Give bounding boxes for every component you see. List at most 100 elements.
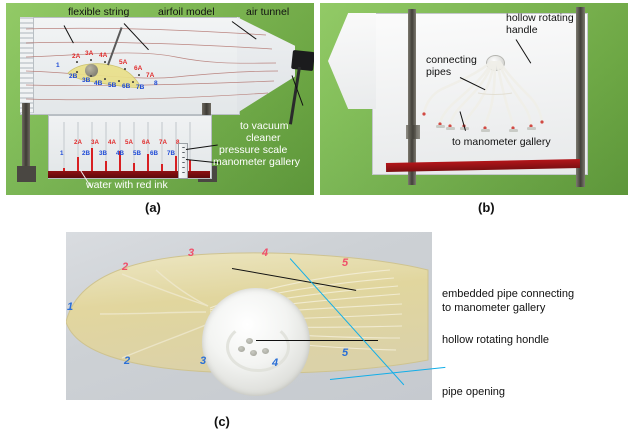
manometer-column [147, 154, 149, 178]
label-flexible-string: flexible string [68, 6, 130, 18]
foil-tap-8: 8 [154, 80, 158, 87]
stand-clamp [406, 125, 420, 139]
hollow-rotating-handle-closeup [202, 288, 310, 396]
c-tap-1: 1 [67, 301, 74, 313]
foil-tap-6B: 6B [122, 83, 131, 90]
label-cleaner: cleaner [246, 132, 281, 144]
c-tap-upper-5: 5 [342, 257, 349, 269]
airfoil-model-in-tunnel [66, 59, 142, 91]
mano-label-6B: 6B [150, 150, 158, 157]
manometer-column [133, 163, 135, 178]
tap-point [90, 59, 92, 61]
foil-tap-3B: 3B [82, 77, 91, 84]
stand-left [408, 9, 416, 185]
manometer-column [91, 148, 93, 178]
mano-label-2A: 2A [74, 139, 82, 146]
foil-tap-2A: 2A [72, 53, 81, 60]
pipe-opening-hole [238, 346, 245, 352]
air-tunnel-inlet-grille [20, 17, 34, 113]
mano-label-5A: 5A [125, 139, 133, 146]
vacuum-nozzle [291, 49, 314, 72]
tap-point [124, 68, 126, 70]
manometer-tube [175, 122, 177, 178]
label-pressure-scale: pressure scale [219, 144, 288, 156]
water-reservoir [48, 171, 210, 178]
label-hollow-rotating: hollow rotating [506, 12, 574, 24]
c-tap-upper-3: 3 [188, 247, 195, 259]
c-tap-lower-2: 2 [124, 355, 131, 367]
manometer-column [77, 157, 79, 178]
label-embedded-pipe-line1: embedded pipe connecting [442, 288, 575, 300]
c-tap-lower-5: 5 [342, 347, 349, 359]
manometer-column [119, 151, 121, 178]
foil-tap-6A: 6A [134, 65, 143, 72]
caption-a: (a) [145, 200, 161, 215]
foil-tap-3A: 3A [85, 50, 94, 57]
manometer-tube [161, 122, 163, 178]
panel-b: hollow rotating handle connecting pipes … [320, 3, 628, 195]
manometer-tube [77, 122, 79, 178]
foil-tap-7A: 7A [146, 72, 155, 79]
mano-label-7A: 7A [159, 139, 167, 146]
c-tap-lower-3: 3 [200, 355, 207, 367]
pipe-opening-hole [262, 348, 269, 354]
manometer-column [105, 161, 107, 178]
foil-tap-4A: 4A [99, 52, 108, 59]
label-pipes: pipes [426, 66, 452, 78]
mano-label-2B: 2B [82, 150, 90, 157]
caption-c: (c) [214, 414, 230, 429]
pipe-opening-hole [250, 350, 257, 356]
tap-point [104, 78, 106, 80]
tap-point [76, 61, 78, 63]
manometer-tube [119, 122, 121, 178]
foil-tap-4B: 4B [94, 80, 103, 87]
mano-label-6A: 6A [142, 139, 150, 146]
foil-tap-2B: 2B [69, 73, 78, 80]
label-water-red-ink: water with red ink [86, 179, 168, 191]
pressure-scale-strip [178, 143, 188, 179]
caption-b: (b) [478, 200, 495, 215]
mano-label-4A: 4A [108, 139, 116, 146]
foil-tap-5B: 5B [108, 82, 117, 89]
mano-label-4B: 4B [116, 150, 124, 157]
label-handle: handle [506, 24, 538, 36]
label-pipe-opening: pipe opening [442, 386, 506, 398]
manometer-tube [63, 122, 65, 178]
c-tap-lower-4: 4 [272, 357, 279, 369]
label-embedded-pipe-line2: to manometer gallery [442, 302, 546, 314]
label-hollow-rotating-handle: hollow rotating hondle [442, 334, 550, 346]
manometer-column [189, 160, 191, 178]
manometer-tube [189, 122, 191, 178]
foil-tap-5A: 5A [119, 59, 128, 66]
label-airfoil-model: airfoil model [158, 6, 215, 18]
tap-point [132, 81, 134, 83]
mano-label-3A: 3A [91, 139, 99, 146]
mano-label-7B: 7B [167, 150, 175, 157]
leader-hollow-handle [256, 340, 378, 342]
label-connecting: connecting [426, 54, 477, 66]
manometer-tube [147, 122, 149, 178]
tap-point [90, 75, 92, 77]
flexible-strings-streamlines [26, 19, 294, 111]
connecting-pipes-bundle [416, 59, 546, 135]
label-to-vacuum: to vacuum [240, 120, 289, 132]
mano-label-5B: 5B [133, 150, 141, 157]
tap-point [76, 71, 78, 73]
tap-point [104, 61, 106, 63]
mano-label-3B: 3B [99, 150, 107, 157]
manometer-tube [133, 122, 135, 178]
panel-a: 1 2A 3A 4A 5A 6A 7A 2B 3B 4B 5B 6B 7B 8 [6, 3, 314, 195]
foil-tap-1: 1 [56, 62, 60, 69]
panel-c: 2 3 4 5 1 2 3 4 5 [66, 232, 432, 400]
tap-point [138, 74, 140, 76]
stand-left [22, 103, 30, 181]
manometer-column [175, 156, 177, 178]
c-tap-upper-4: 4 [262, 247, 269, 259]
foil-tap-7B: 7B [136, 84, 145, 91]
label-to-manometer-gallery: to manometer gallery [452, 136, 551, 148]
airfoil-hub [85, 64, 98, 77]
stand-foot-left [17, 166, 36, 182]
stand-right [576, 7, 585, 187]
label-air-tunnel: air tunnel [246, 6, 290, 18]
